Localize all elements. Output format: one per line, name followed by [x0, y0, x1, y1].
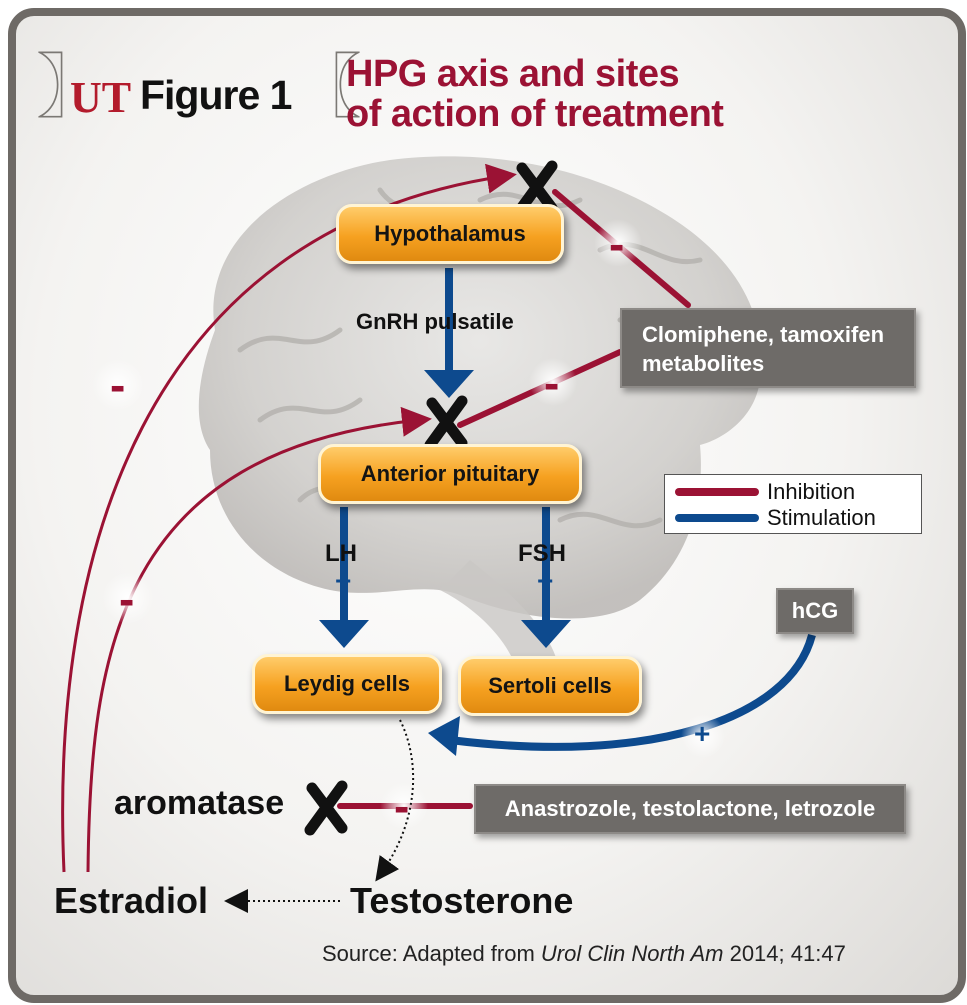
lh-plus-sign: + [335, 565, 352, 596]
block-x-hypothalamus-icon [514, 160, 558, 216]
fsh-label: FSH [518, 540, 566, 567]
hcg-arrow-head [428, 716, 460, 756]
estradiol-to-pituitary-inhibition [86, 406, 432, 873]
sertoli-cells-node: Sertoli cells [458, 656, 642, 716]
legend-inhibition-swatch [675, 488, 759, 496]
gnrh-arrow-head [424, 370, 474, 398]
lh-arrow-head [319, 620, 369, 648]
fsh-arrow-head [521, 620, 571, 648]
source-prefix: Source: Adapted from [322, 941, 541, 966]
block-x-aromatase-icon [304, 780, 348, 836]
clomiphene-line-2: metabolites [642, 351, 765, 376]
clomiphene-pituitary-minus: - [544, 357, 560, 409]
anterior-pituitary-node: Anterior pituitary [318, 444, 582, 504]
clomiphene-box: Clomiphene, tamoxifen metabolites [620, 308, 916, 388]
estradiol-label: Estradiol [54, 880, 209, 921]
legend-inhibition-label: Inhibition [767, 479, 856, 504]
hcg-plus-sign: + [694, 718, 711, 749]
right-bracket-icon: 〖 [292, 46, 362, 128]
source-citation: Source: Adapted from Urol Clin North Am … [322, 941, 846, 967]
figure-title: HPG axis and sites of action of treatmen… [346, 53, 724, 135]
clomiphene-line-1: Clomiphene, tamoxifen [642, 322, 885, 347]
gnrh-label: GnRH pulsatile [356, 309, 514, 334]
legend-stimulation-label: Stimulation [767, 505, 876, 530]
leydig-cells-node: Leydig cells [252, 654, 442, 714]
estradiol-hypothalamus-minus: - [110, 359, 126, 411]
title-line-1: HPG axis and sites [346, 53, 680, 95]
aromatase-label: aromatase [114, 784, 285, 822]
hcg-box: hCG [776, 588, 854, 634]
fsh-plus-sign: + [537, 565, 554, 596]
aromatase-inhibitors-box: Anastrozole, testolactone, letrozole [474, 784, 906, 834]
clomiphene-hypothalamus-minus: - [609, 218, 625, 270]
source-citation-detail: 2014; 41:47 [723, 941, 846, 966]
legend: Inhibition Stimulation [664, 474, 922, 534]
hypothalamus-node: Hypothalamus [336, 204, 564, 264]
legend-stimulation-row: Stimulation [675, 505, 876, 531]
lh-label: LH [325, 540, 357, 567]
legend-inhibition-row: Inhibition [675, 479, 855, 505]
figure-number: Figure 1 [140, 72, 292, 118]
block-x-pituitary-icon [424, 395, 468, 451]
left-bracket-icon: 〗 [36, 46, 106, 128]
testosterone-label: Testosterone [350, 880, 574, 921]
estradiol-pituitary-minus: - [119, 573, 135, 625]
leydig-to-testosterone-dotted [375, 719, 415, 882]
legend-stimulation-swatch [675, 514, 759, 522]
title-line-2: of action of treatment [346, 93, 724, 135]
aromatase-inhibitor-minus: - [394, 780, 410, 832]
brand-logo: UT [70, 73, 132, 122]
source-journal: Urol Clin North Am [540, 941, 724, 966]
